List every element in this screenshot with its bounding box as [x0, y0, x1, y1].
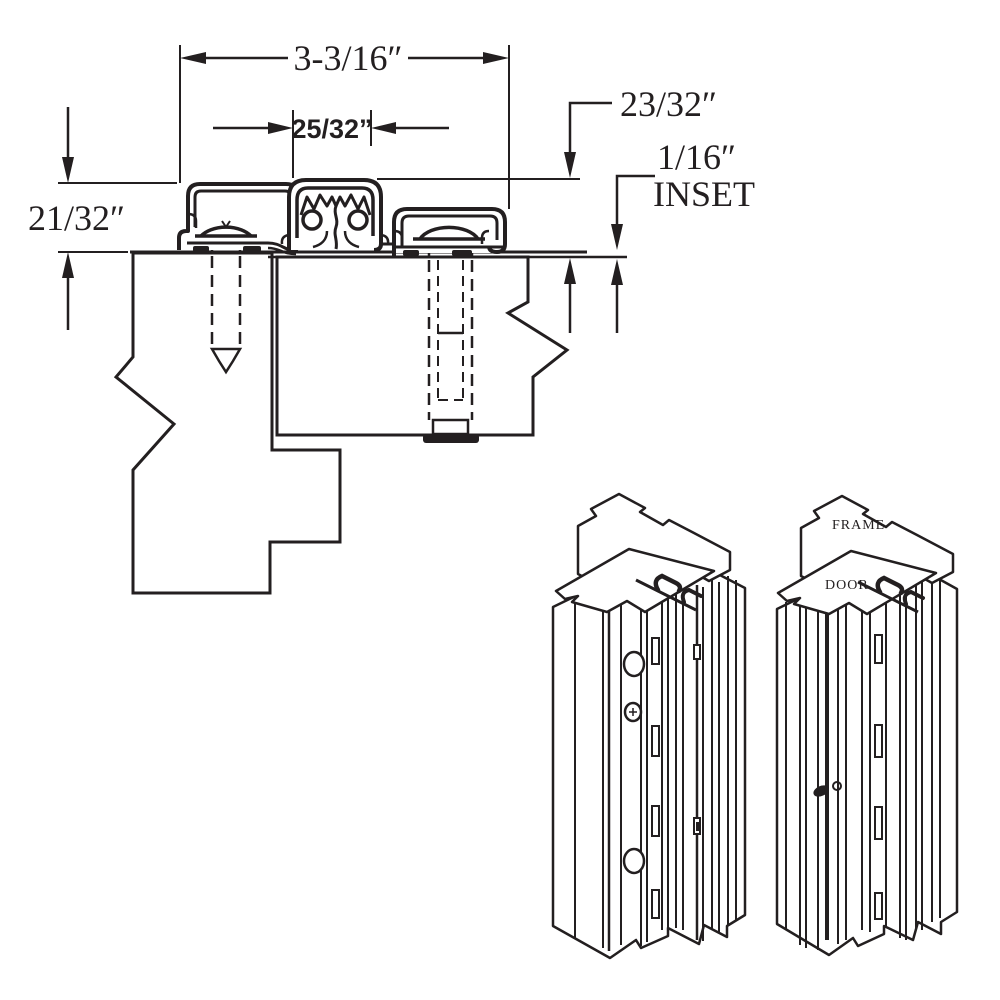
screw-head-icon [622, 847, 646, 875]
bolt-outer-dashed [427, 260, 474, 420]
bolt-sleeve-head [431, 418, 470, 436]
arrow-right-icon [483, 52, 509, 64]
gear-width-label: 25/32” [291, 114, 372, 144]
leader [615, 174, 655, 225]
cross-section-view: 3-3/16″ 25/32” 21/32″ 23/32″ [28, 38, 755, 595]
door-outline [275, 255, 570, 437]
screw-shaft-dashed [210, 256, 242, 350]
overall-width-label: 3-3/16″ [294, 38, 403, 78]
dimension-overall-width: 3-3/16″ [179, 38, 510, 209]
iso-right-door-plate [776, 549, 938, 616]
arrow-up-icon [62, 252, 74, 278]
frame-dome-notch [221, 220, 231, 229]
arrow-inward-left-icon [371, 122, 396, 134]
door-bolt-dome [418, 225, 480, 241]
frame-jamb-section [113, 251, 342, 595]
iso-right-slots [874, 634, 883, 920]
arrow-down-icon [564, 152, 576, 178]
gear-lobe-right [347, 209, 369, 231]
dimension-door-side-height: 23/32″ [377, 84, 717, 333]
door-cap-inner [400, 214, 499, 248]
leaf-sheet-lower [267, 246, 297, 256]
door-label: DOOR [825, 578, 869, 593]
frame-cap-hook-left [187, 212, 198, 228]
inset-value-label: 1/16″ [657, 137, 736, 177]
bolt-flange [423, 434, 479, 443]
arrow-down-icon [611, 224, 623, 250]
screw-head-icon [622, 650, 646, 678]
iso-left-front-plate [554, 547, 716, 614]
arrow-up-icon [564, 258, 576, 284]
gear-knuckle [280, 178, 390, 252]
gear-cap-inner [295, 186, 375, 238]
iso-left-body [551, 570, 747, 960]
iso-right-body [775, 572, 959, 957]
arrow-inward-right-icon [268, 122, 293, 134]
arrow-left-icon [180, 52, 206, 64]
arrow-up-icon [611, 259, 623, 285]
hinge-profile [177, 178, 507, 257]
door-cap-mask [394, 209, 505, 257]
iso-left-screw-heads [622, 650, 646, 875]
bolt-inner-dashed [437, 260, 464, 401]
set-screw-icon [813, 785, 829, 797]
frame-cap-mask [179, 183, 307, 250]
inset-word-label: INSET [653, 174, 755, 214]
leader [568, 101, 612, 153]
frame-side-height-label: 21/32″ [28, 198, 125, 238]
door-base-foot-left [403, 250, 419, 256]
iso-right-hinge-profile [857, 575, 925, 614]
iso-left-hinge-profile [635, 573, 703, 612]
iso-left-slots [651, 637, 701, 919]
door-base-foot-right [452, 250, 472, 256]
gear-foot-left [280, 233, 290, 245]
gear-lobe-left [301, 209, 323, 231]
dimension-frame-side-height: 21/32″ [28, 107, 177, 330]
door-leaf-bolt [423, 240, 479, 443]
dimension-inset: 1/16″ INSET [611, 137, 755, 333]
screw-point [209, 347, 243, 375]
arrow-down-icon [62, 157, 74, 183]
frame-leaf-screw [209, 236, 243, 375]
frame-label: FRAME [832, 518, 885, 533]
frame-jamb-outline [113, 251, 342, 595]
iso-right-set-screw [813, 781, 842, 797]
gear-center-seam [333, 205, 339, 250]
frame-base-foot-left [193, 246, 209, 252]
iso-right-body-channels [785, 572, 941, 950]
door-section [275, 255, 570, 437]
door-side-height-label: 23/32″ [620, 84, 717, 124]
door-cap-hook-left [393, 229, 404, 245]
leaf-sheet-upper [267, 241, 299, 253]
door-leaf-cap [381, 207, 507, 257]
iso-view-frame-side [551, 492, 747, 960]
gear-cap-outer [287, 178, 383, 252]
gear-stem-right [343, 230, 360, 249]
frame-base-foot-right [243, 246, 261, 252]
dimension-gear-width: 25/32” [213, 110, 449, 178]
door-cap-outer [392, 207, 507, 257]
iso-view-door-side: FRAME DOOR [775, 494, 959, 957]
gear-stem-left [312, 230, 329, 249]
